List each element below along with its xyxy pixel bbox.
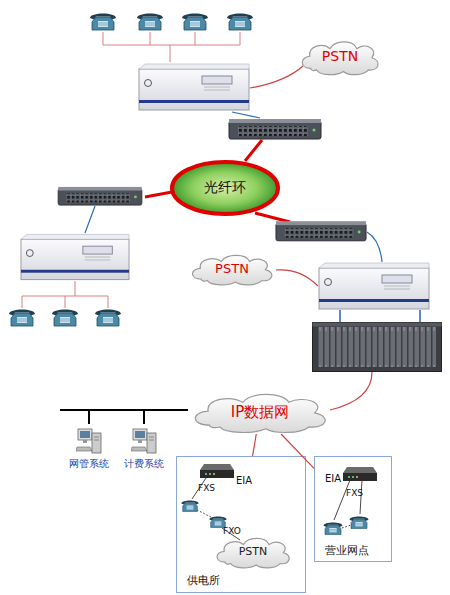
server-icon	[131, 427, 157, 455]
node-text: 供电所	[187, 575, 220, 587]
node-text: 网管系统	[62, 458, 116, 469]
node-text: EIA	[236, 475, 252, 486]
phone-icon	[227, 14, 253, 31]
eia-symbol	[200, 464, 234, 478]
fxs-wire	[334, 480, 362, 520]
phone-icon	[181, 501, 198, 512]
switch-icon	[276, 221, 366, 241]
gateway-icon	[139, 64, 249, 110]
phone-icon	[9, 310, 35, 327]
fiber-link	[145, 192, 172, 197]
server-symbol	[131, 429, 156, 453]
node-text: PSTN	[239, 546, 268, 558]
server-station: 计费系统	[117, 424, 171, 474]
dotted-wire	[197, 510, 213, 518]
gateway-icon	[319, 263, 429, 309]
phone-icon	[324, 523, 343, 535]
node-text: 计费系统	[117, 458, 171, 469]
node-text: PSTN	[215, 262, 249, 276]
port-label: FXO	[223, 527, 241, 536]
pstn-cloud: PSTN	[188, 252, 276, 286]
trunk-wire	[340, 310, 420, 322]
eia-symbol	[343, 467, 377, 481]
cloud-path	[217, 538, 289, 567]
phone-wire	[22, 281, 108, 308]
server-station: 网管系统	[62, 424, 116, 474]
switch-icon	[229, 119, 321, 139]
fiber-link	[245, 140, 262, 161]
pstn-cloud: PSTN	[298, 38, 382, 76]
server-icon	[76, 427, 102, 455]
phone-icon	[90, 14, 116, 31]
node-text: 营业网点	[325, 545, 369, 557]
fiber-ring: 光纤环	[170, 160, 280, 216]
switch-icon	[58, 187, 142, 205]
cloud-path	[193, 255, 272, 284]
site-box: 供电所 EIA PSTN	[176, 456, 306, 593]
phone-icon	[350, 517, 369, 529]
phone-icon	[137, 14, 163, 31]
cloud-path	[195, 394, 325, 432]
lan-wire	[85, 206, 95, 233]
phone-icon	[209, 517, 226, 528]
ip-wire	[330, 372, 372, 410]
node-text: 光纤环	[204, 180, 246, 195]
eia-icon	[200, 462, 234, 479]
ip-network-cloud: IP数据网	[188, 390, 332, 434]
port-label: FXS	[346, 489, 363, 498]
connector-line	[89, 410, 188, 424]
dotted-wire	[342, 525, 351, 528]
connector-line	[281, 434, 314, 468]
phone-icon	[52, 310, 78, 327]
pstn-wire	[250, 66, 303, 88]
phone-icon	[95, 310, 121, 327]
node-text: PSTN	[322, 49, 358, 64]
cloud-path	[302, 42, 378, 75]
pstn-wire	[276, 270, 318, 286]
gateway-icon	[21, 234, 129, 279]
fxs-wire	[192, 478, 240, 540]
eia-icon	[343, 465, 377, 482]
fiber-link	[255, 213, 290, 222]
rack-icon	[313, 323, 442, 372]
phone-wire	[103, 32, 240, 62]
pstn-cloud: PSTN	[213, 535, 293, 569]
connector-line	[253, 434, 257, 456]
server-symbol	[76, 429, 101, 453]
eia-device: EIA	[323, 463, 381, 491]
node-text: IP数据网	[231, 404, 289, 421]
port-label: FXS	[198, 484, 215, 493]
connector-line	[144, 410, 188, 424]
site-box: 营业网点 EIA	[314, 456, 392, 562]
ring-ellipse	[172, 162, 278, 214]
bus-stub	[60, 409, 90, 411]
node-text: EIA	[325, 473, 341, 484]
lan-wire	[367, 232, 382, 262]
phone-icon	[182, 14, 208, 31]
lan-wire	[232, 112, 260, 118]
